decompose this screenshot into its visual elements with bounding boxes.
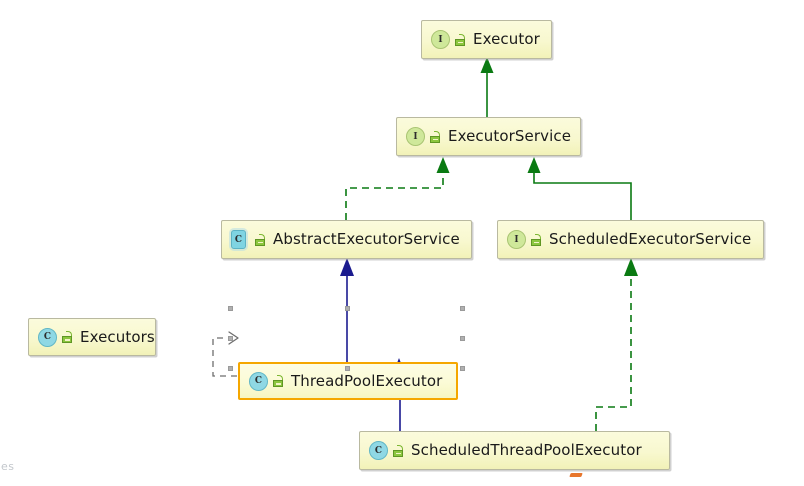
class-node-executor-service[interactable]: I ExecutorService (396, 117, 581, 156)
class-node-label: Executor (473, 30, 540, 48)
public-lock-icon (455, 33, 466, 46)
edge-scheduledexecutorservice-to-executorservice (527, 157, 632, 220)
selection-handle-bottom-left[interactable] (228, 366, 233, 371)
selection-handle-middle-right[interactable] (460, 336, 465, 341)
class-node-executors[interactable]: C Executors (28, 318, 156, 356)
selection-handle-bottom-center[interactable] (345, 366, 350, 371)
selection-handle-middle-left[interactable] (228, 336, 233, 341)
public-lock-icon (255, 233, 266, 246)
public-lock-icon (531, 233, 542, 246)
class-node-abstract-executor-service[interactable]: C AbstractExecutorService (221, 220, 472, 259)
public-lock-icon (430, 130, 441, 143)
interface-icon: I (431, 30, 450, 49)
edge-scheduledthreadpoolexecutor-to-scheduledexecutorservice (595, 258, 638, 431)
selection-handle-top-left[interactable] (228, 306, 233, 311)
class-node-label: ThreadPoolExecutor (291, 371, 443, 390)
class-node-label: AbstractExecutorService (273, 230, 460, 248)
edge-executorservice-to-executor (480, 57, 494, 117)
class-node-scheduled-thread-pool-executor[interactable]: C ScheduledThreadPoolExecutor (359, 431, 670, 470)
public-lock-icon (273, 375, 284, 387)
class-node-label: ScheduledExecutorService (549, 230, 752, 248)
class-node-label: Executors (80, 327, 155, 346)
class-node-label: ScheduledThreadPoolExecutor (411, 441, 642, 459)
public-lock-icon (62, 331, 73, 343)
class-node-scheduled-executor-service[interactable]: I ScheduledExecutorService (497, 220, 764, 259)
public-lock-icon (393, 444, 404, 457)
clipped-edge-marker (569, 473, 583, 477)
class-icon: C (369, 441, 388, 460)
edge-abstractexecutorservice-to-executorservice (345, 157, 450, 220)
class-node-label: ExecutorService (448, 127, 572, 145)
class-icon: C (38, 327, 57, 347)
interface-icon: I (507, 230, 526, 249)
selection-handle-bottom-right[interactable] (460, 366, 465, 371)
selection-handle-top-center[interactable] (345, 306, 350, 311)
class-icon: C (249, 371, 268, 391)
class-node-executor[interactable]: I Executor (421, 20, 552, 59)
abstract-class-icon: C (231, 230, 246, 249)
selection-handle-top-right[interactable] (460, 306, 465, 311)
interface-icon: I (406, 127, 425, 146)
clipped-corner-label: es (1, 460, 15, 473)
